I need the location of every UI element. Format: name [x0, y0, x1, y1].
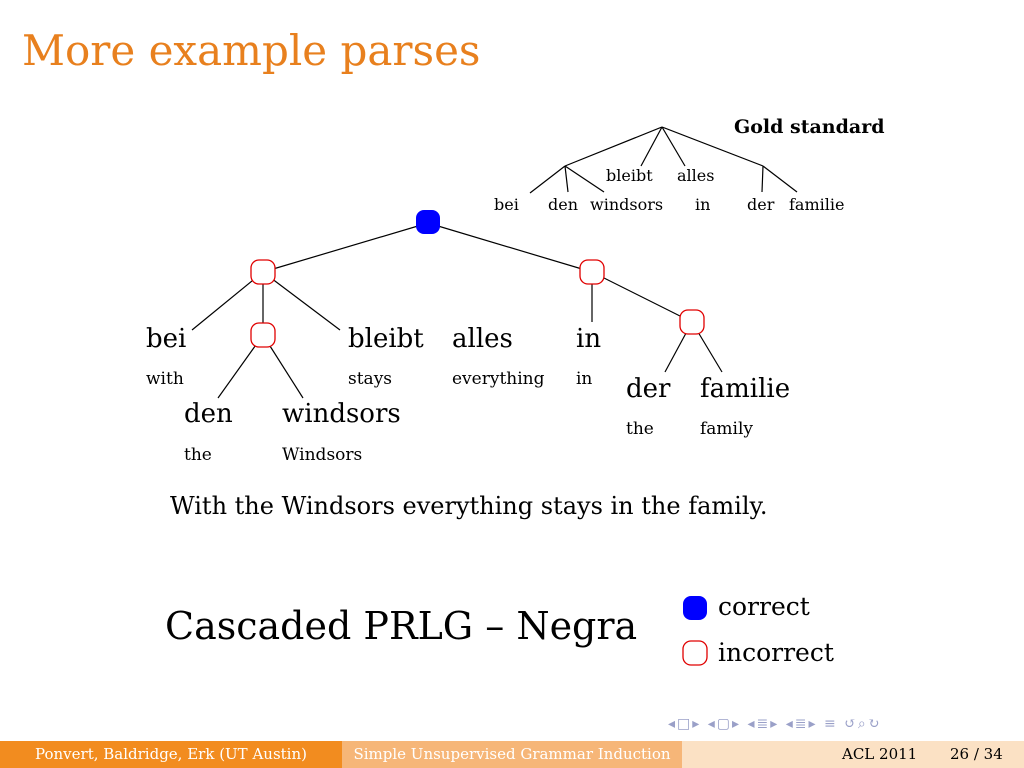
footer-talk-title: Simple Unsupervised Grammar Induction [342, 741, 682, 768]
footer-authors: Ponvert, Baldridge, Erk (UT Austin) [0, 741, 342, 768]
parse-gloss: with [146, 369, 184, 389]
parse-word: alles [452, 324, 513, 354]
gold-word: in [695, 195, 711, 214]
parse-gloss: stays [348, 369, 393, 389]
nav-forward-icon[interactable]: ↻ [867, 716, 882, 732]
sentence-translation: With the Windsors everything stays in th… [170, 492, 768, 520]
slide-footer: Ponvert, Baldridge, Erk (UT Austin) Simp… [0, 741, 1024, 768]
legend-incorrect-marker [682, 640, 708, 666]
parse-word: windsors [282, 399, 401, 429]
parse-gloss: family [700, 419, 754, 439]
nav-section-icon[interactable]: ◂▢▸ [707, 716, 742, 732]
legend-correct-marker [683, 596, 707, 620]
footer-right: ACL 2011 26 / 34 [682, 741, 1024, 768]
gold-word: der [747, 195, 775, 214]
parse-gloss: everything [452, 369, 545, 389]
node-incorrect [679, 309, 705, 335]
parse-gloss: in [576, 369, 593, 389]
nav-subsection-icon[interactable]: ◂≣▸ [747, 716, 780, 732]
parse-word: bei [146, 324, 187, 354]
gold-word: bleibt [606, 166, 653, 185]
footer-page-number: 26 / 34 [950, 745, 1003, 763]
parse-word: den [184, 399, 233, 429]
node-incorrect [579, 259, 605, 285]
parse-word: der [626, 374, 671, 404]
parse-word: familie [700, 374, 791, 404]
nav-search-icon[interactable]: ⌕ [857, 716, 868, 732]
gold-standard-label: Gold standard [734, 116, 885, 138]
gold-word: den [548, 195, 579, 214]
nav-align-icon[interactable]: ≡ [824, 716, 838, 732]
nav-next-icon[interactable]: ▸ [692, 716, 702, 732]
gold-word: bei [494, 195, 519, 214]
parse-word: bleibt [348, 324, 424, 354]
legend-incorrect-label: incorrect [718, 638, 834, 667]
parse-gloss: Windsors [282, 445, 363, 465]
gold-word: familie [789, 195, 845, 214]
node-incorrect [250, 259, 276, 285]
nav-subsubsection-icon[interactable]: ◂≣▸ [785, 716, 818, 732]
nav-back-icon[interactable]: ↺ [844, 716, 858, 732]
parser-caption: Cascaded PRLG – Negra [165, 604, 638, 648]
node-root-correct [416, 210, 440, 234]
legend-correct-label: correct [718, 592, 810, 621]
slide-title: More example parses [22, 26, 481, 75]
parse-word: in [576, 324, 602, 354]
gold-word: alles [677, 166, 715, 185]
gold-word: windsors [590, 195, 664, 214]
footer-venue: ACL 2011 [842, 745, 918, 763]
parse-gloss: the [626, 419, 654, 439]
node-incorrect [250, 322, 276, 348]
nav-prev-icon[interactable]: ◂ [668, 716, 678, 732]
parse-gloss: the [184, 445, 212, 465]
beamer-navigation: ◂□▸ ◂▢▸ ◂≣▸ ◂≣▸ ≡ ↺⌕↻ [668, 716, 882, 732]
nav-frame-icon[interactable]: □ [677, 716, 693, 732]
